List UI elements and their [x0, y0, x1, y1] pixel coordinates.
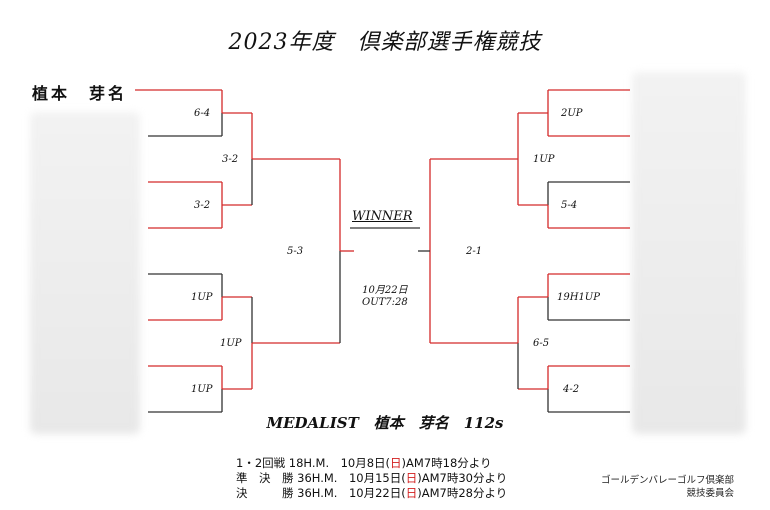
- organizer-committee: 競技委員会: [686, 488, 734, 499]
- blurred-left-names: [30, 112, 140, 434]
- score-right-qf-2: 6-5: [533, 338, 550, 349]
- score-right-r1-1: 2UP: [561, 108, 583, 119]
- final-info: 10月22日 OUT7:28: [362, 285, 408, 309]
- final-time: OUT7:28: [362, 297, 408, 308]
- page-title: 2023年度 倶楽部選手権競技: [228, 30, 542, 55]
- score-left-qf-1: 3-2: [222, 154, 239, 165]
- schedule-day: 日: [405, 486, 418, 500]
- top-player-name: 植本 芽名: [32, 84, 128, 103]
- schedule-label: 準 決 勝 36H.M.: [236, 471, 338, 485]
- score-right-r1-2: 5-4: [561, 200, 578, 211]
- score-left-qf-2: 1UP: [220, 338, 242, 349]
- schedule-date: 10月8日(: [340, 456, 391, 470]
- schedule-time: )AM7時30分より: [417, 471, 508, 485]
- schedule-day: 日: [405, 471, 418, 485]
- blurred-right-names: [632, 72, 746, 434]
- score-left-r1-1: 6-4: [194, 108, 211, 119]
- winner-label: WINNER: [352, 209, 413, 224]
- organizer-club: ゴールデンバレーゴルフ倶楽部: [600, 475, 734, 486]
- organizer: ゴールデンバレーゴルフ倶楽部 競技委員会: [601, 474, 734, 500]
- schedule-row: 準 決 勝 36H.M. 10月15日(日)AM7時30分より: [236, 471, 507, 486]
- score-left-r1-2: 3-2: [194, 200, 211, 211]
- score-left-r1-4: 1UP: [191, 384, 213, 395]
- schedule-day: 日: [390, 456, 402, 470]
- score-left-r1-3: 1UP: [191, 292, 213, 303]
- final-date: 10月22日: [362, 285, 408, 296]
- schedule: 1・2回戦 18H.M. 10月8日(日)AM7時18分より 準 決 勝 36H…: [236, 456, 507, 501]
- schedule-date: 10月22日(: [348, 486, 406, 500]
- score-left-sf: 5-3: [287, 246, 304, 257]
- score-right-sf: 2-1: [466, 246, 483, 257]
- schedule-row: 決 勝 36H.M. 10月22日(日)AM7時28分より: [236, 486, 507, 501]
- schedule-time: )AM7時18分より: [401, 456, 492, 470]
- medalist-line: MEDALIST 植本 芽名 112s: [266, 414, 504, 432]
- score-right-qf-1: 1UP: [533, 154, 555, 165]
- schedule-date: 10月15日(: [348, 471, 406, 485]
- score-right-r1-4: 4-2: [563, 384, 580, 395]
- score-right-r1-3: 19H1UP: [557, 292, 600, 303]
- schedule-time: )AM7時28分より: [417, 486, 508, 500]
- schedule-label: 1・2回戦 18H.M.: [236, 456, 330, 470]
- schedule-row: 1・2回戦 18H.M. 10月8日(日)AM7時18分より: [236, 456, 507, 471]
- schedule-label: 決 勝 36H.M.: [236, 486, 338, 500]
